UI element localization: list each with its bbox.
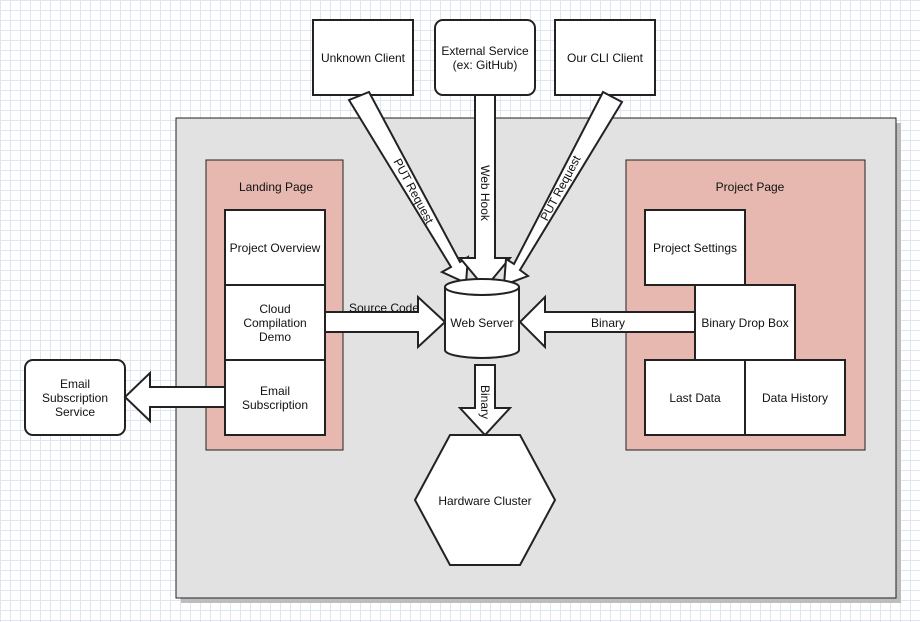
demo-label-line3: Demo: [259, 330, 291, 344]
landing-page-title: Landing Page: [239, 180, 313, 194]
email-service-line3: Service: [55, 405, 95, 419]
project-settings-box[interactable]: [644, 209, 746, 286]
hardware-cluster-label: Hardware Cluster: [438, 494, 531, 508]
email-service-line2: Subscription: [42, 391, 108, 405]
binary-in-label: Binary: [591, 316, 625, 330]
demo-label-line1: Cloud: [259, 302, 290, 316]
email-sub-line1: Email: [260, 384, 290, 398]
last-data-box[interactable]: [644, 359, 746, 436]
email-subscription-box[interactable]: [224, 359, 326, 436]
project-settings-label: Project Settings: [653, 241, 737, 255]
web-server-label: Web Server: [450, 316, 513, 330]
binary-drop-box-label: Binary Drop Box: [701, 316, 788, 330]
project-overview-box[interactable]: [224, 209, 326, 286]
email-sub-line2: Subscription: [242, 398, 308, 412]
source-code-label: Source Code: [349, 301, 419, 315]
data-history-box[interactable]: [744, 359, 846, 436]
cli-client-label: Our CLI Client: [567, 51, 644, 65]
data-history-label: Data History: [762, 391, 828, 405]
demo-label-line2: Compilation: [243, 316, 306, 330]
web-server-database[interactable]: [444, 278, 520, 359]
put-request-arrow-right: [502, 90, 624, 287]
binary-down-arrow: [457, 364, 513, 437]
web-hook-arrow: [457, 94, 513, 290]
external-service-line2: (ex: GitHub): [453, 58, 518, 72]
source-code-arrow: [324, 294, 447, 350]
binary-in-arrow: [518, 294, 696, 350]
email-service-line1: Email: [60, 377, 90, 391]
external-service-line1: External Service: [441, 44, 529, 58]
project-page-title: Project Page: [716, 180, 785, 194]
last-data-label: Last Data: [669, 391, 721, 405]
web-hook-label: Web Hook: [478, 165, 492, 222]
unknown-client-label: Unknown Client: [321, 51, 406, 65]
hardware-cluster-hexagon[interactable]: [413, 434, 557, 566]
binary-down-label: Binary: [478, 385, 492, 419]
cli-client-box[interactable]: [554, 19, 656, 96]
email-out-arrow: [123, 370, 226, 424]
project-overview-label: Project Overview: [230, 241, 321, 255]
put-request-arrow-left: [347, 90, 470, 285]
